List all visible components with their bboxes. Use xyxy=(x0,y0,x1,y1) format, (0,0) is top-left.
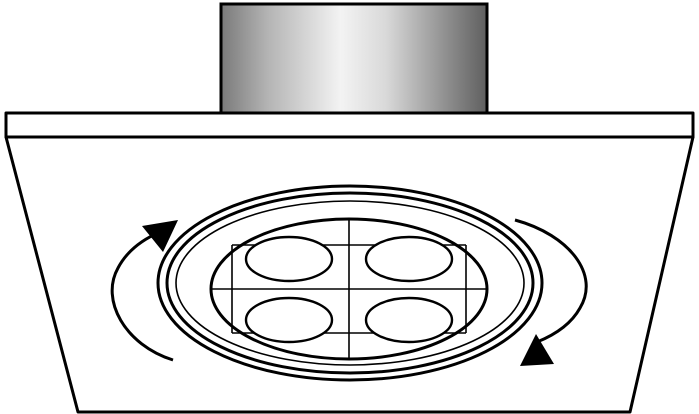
led-lens-bottom-right xyxy=(364,296,454,344)
top-plate xyxy=(4,111,695,139)
outer-trim-ring xyxy=(156,184,544,382)
led-lens-bottom-left xyxy=(244,296,334,344)
trim-bevel-ring xyxy=(175,200,525,366)
rotate-clockwise-icon xyxy=(514,218,588,366)
mounting-cylinder xyxy=(219,2,489,118)
inner-trim-ring xyxy=(165,191,535,375)
led-lens-top-right xyxy=(364,235,454,283)
rotate-counterclockwise-icon xyxy=(110,220,178,362)
led-lens-top-left xyxy=(244,235,334,283)
